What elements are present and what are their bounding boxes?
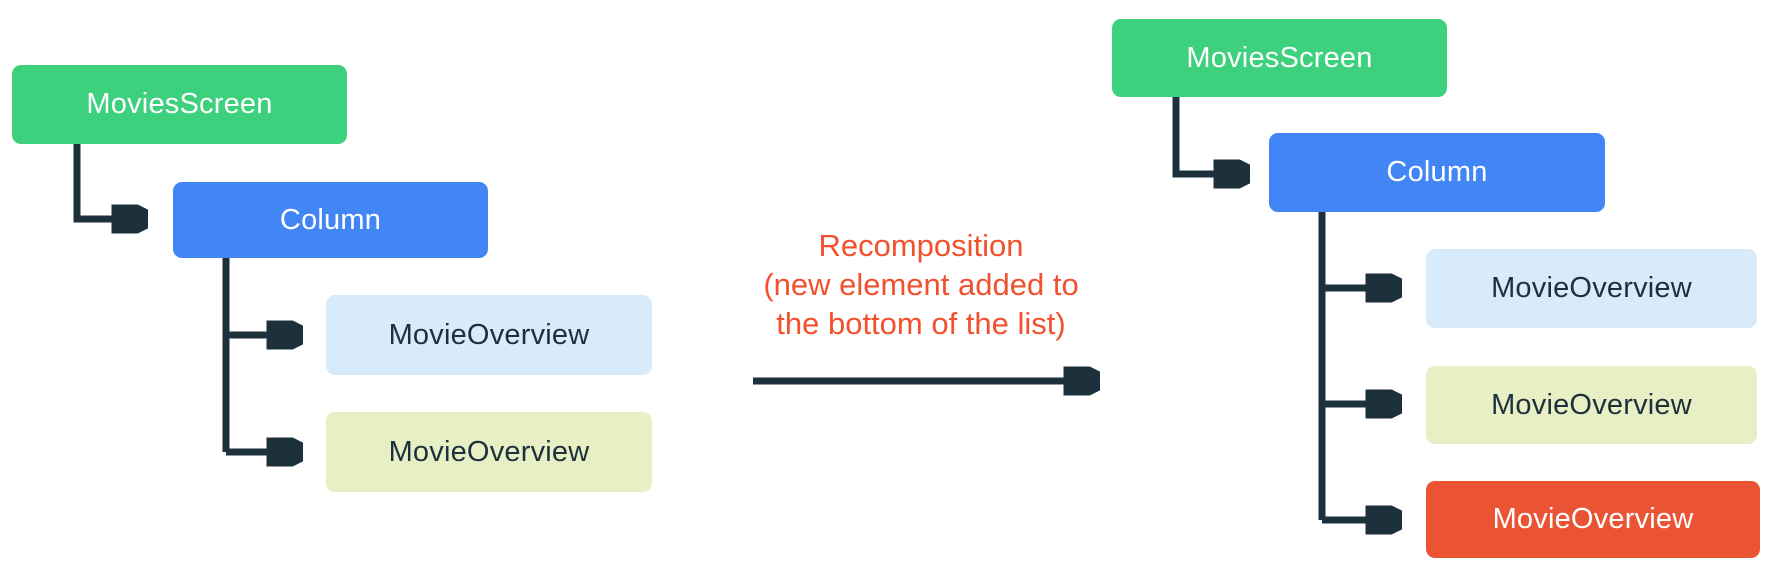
node-left-moviesscreen: MoviesScreen	[12, 65, 347, 144]
node-left-movieoverview-2: MovieOverview	[326, 412, 652, 492]
node-right-column: Column	[1269, 133, 1605, 212]
node-left-column: Column	[173, 182, 488, 258]
node-right-movieoverview-3-new: MovieOverview	[1426, 481, 1760, 558]
edge-left-moviesscreen-to-column-arrow	[73, 144, 117, 219]
recomposition-annotation: Recomposition (new element added to the …	[763, 228, 1079, 341]
node-right-moviesscreen: MoviesScreen	[1112, 19, 1447, 97]
node-left-movieoverview-1: MovieOverview	[326, 295, 652, 375]
edge-right-moviesscreen-to-column-arrow	[1172, 97, 1219, 174]
node-right-movieoverview-1: MovieOverview	[1426, 249, 1757, 328]
node-right-movieoverview-2: MovieOverview	[1426, 366, 1757, 444]
